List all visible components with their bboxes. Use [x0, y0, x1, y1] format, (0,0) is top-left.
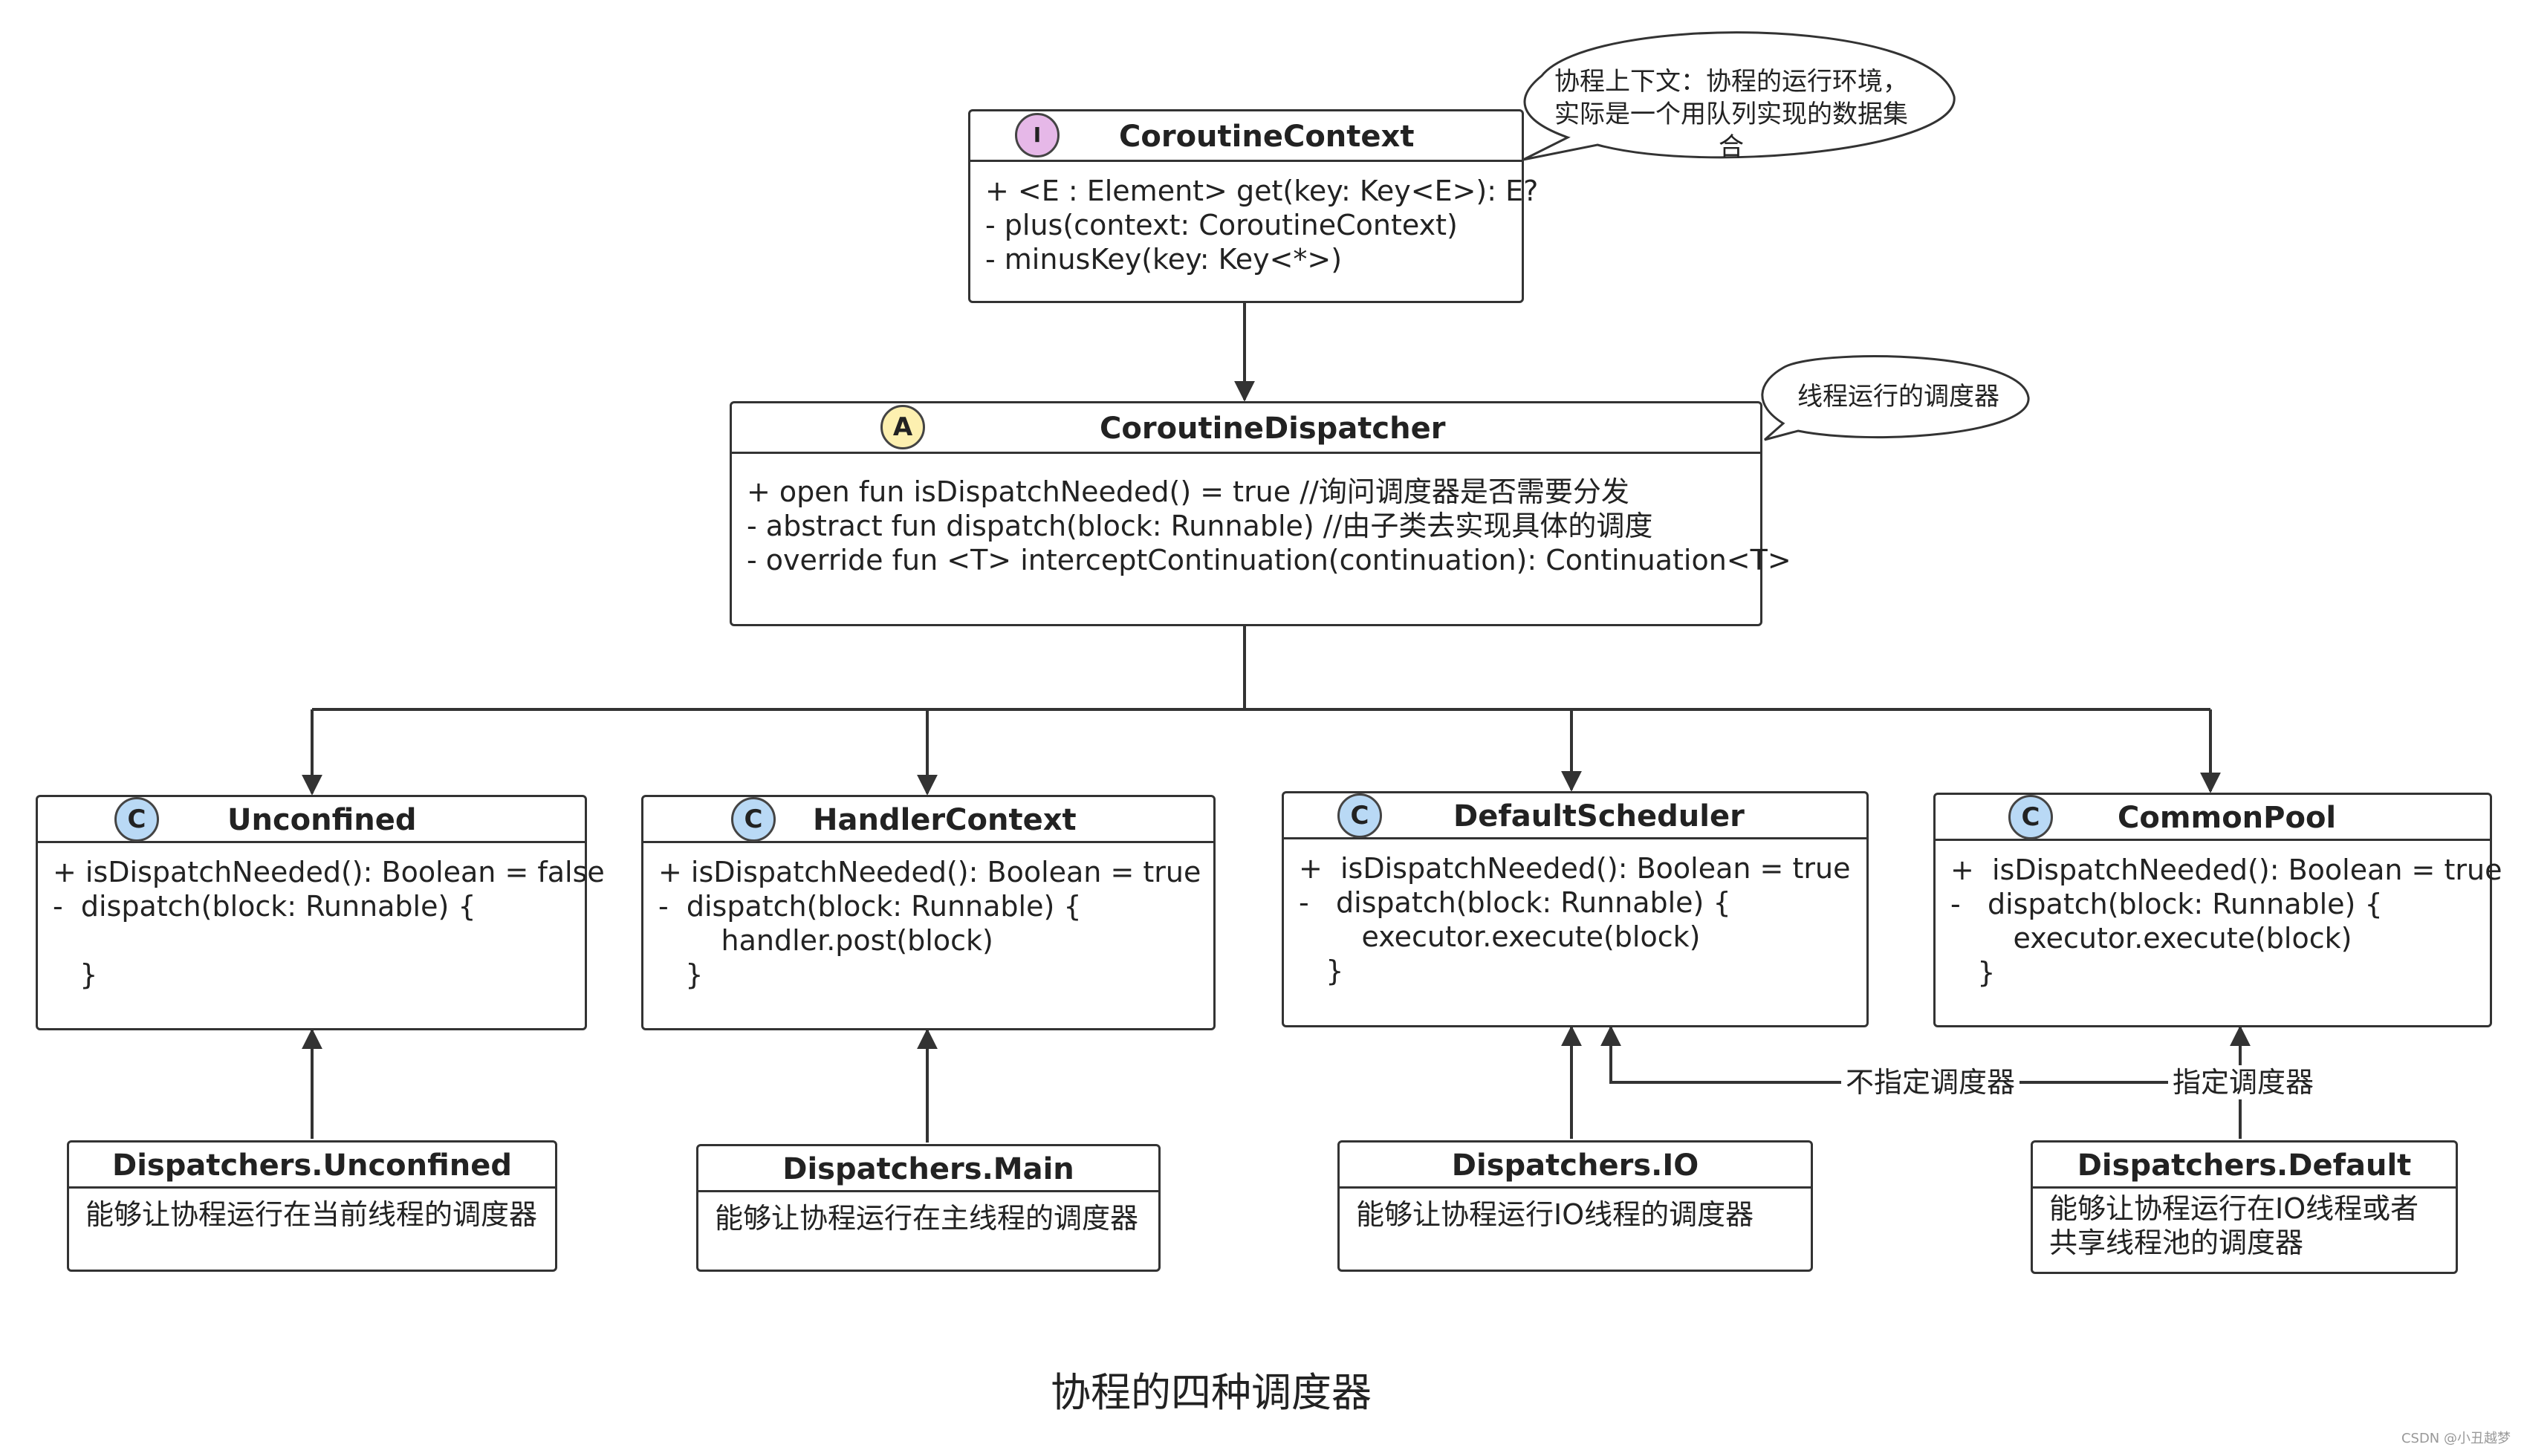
coroutine-context-interface: I CoroutineContext + <E : Element> get(k…: [968, 109, 1539, 303]
abstract-badge: A: [880, 405, 925, 449]
coroutine-dispatcher-title: CoroutineDispatcher: [1100, 412, 1446, 446]
member-line: + isDispatchNeeded(): Boolean = true: [658, 856, 1201, 888]
context-note-bubble: [1522, 31, 1956, 161]
edge-label-specified: 指定调度器: [2168, 1065, 2319, 1099]
dispatcher-note-bubble: [1761, 355, 2030, 441]
class-handlercontext: C HandlerContext + isDispatchNeeded(): B…: [641, 795, 1216, 1030]
class-commonpool: C CommonPool + isDispatchNeeded(): Boole…: [1933, 793, 2502, 1027]
object-title: Dispatchers.IO: [1340, 1143, 1811, 1189]
class-header: C HandlerContext: [643, 797, 1213, 843]
dispatcher-note-text: 线程运行的调度器: [1797, 382, 1999, 412]
member-line: - dispatch(block: Runnable) {: [53, 890, 476, 923]
edge-label-unspecified: 不指定调度器: [1841, 1065, 2020, 1099]
member-line: + <E : Element> get(key: Key<E>): E?: [985, 175, 1539, 207]
description-line: 能够让协程运行在当前线程的调度器: [85, 1198, 538, 1231]
class-title: Unconfined: [227, 803, 417, 837]
object-title: Dispatchers.Unconfined: [69, 1143, 555, 1189]
class-badge: C: [2008, 795, 2053, 839]
member-line: }: [1950, 956, 1996, 989]
description-line: 能够让协程运行在IO线程或者: [2049, 1192, 2419, 1225]
class-title: HandlerContext: [813, 803, 1077, 837]
member-line: executor.execute(block): [1299, 920, 1701, 953]
class-badge: C: [1337, 793, 1382, 838]
member-line: }: [53, 958, 98, 991]
coroutine-context-header: I CoroutineContext: [970, 111, 1522, 162]
member-line: - plus(context: CoroutineContext): [985, 209, 1458, 241]
dispatchers-unconfined: Dispatchers.Unconfined 能够让协程运行在当前线程的调度器: [67, 1140, 557, 1272]
member-line: }: [1299, 955, 1344, 987]
object-title: Dispatchers.Main: [698, 1146, 1158, 1192]
coroutine-dispatcher-members: + open fun isDispatchNeeded() = true //询…: [732, 454, 1791, 589]
class-badge: C: [731, 797, 776, 842]
member-line: }: [658, 958, 704, 991]
class-title: CommonPool: [2118, 801, 2337, 835]
coroutine-dispatcher-abstract: A CoroutineDispatcher + open fun isDispa…: [730, 401, 1791, 626]
member-line: - minusKey(key: Key<*>): [985, 243, 1343, 276]
object-title: Dispatchers.Default: [2033, 1143, 2456, 1189]
object-description: 能够让协程运行在当前线程的调度器: [69, 1189, 555, 1241]
class-members: + isDispatchNeeded(): Boolean = true - d…: [1284, 839, 1866, 1000]
member-line: handler.post(block): [658, 924, 993, 957]
member-line: - dispatch(block: Runnable) {: [1299, 886, 1731, 919]
description-line: 共享线程池的调度器: [2049, 1226, 2304, 1259]
class-members: + isDispatchNeeded(): Boolean = true - d…: [1936, 841, 2502, 1001]
diagram-caption: 协程的四种调度器: [1051, 1369, 1372, 1416]
context-note-text: 协程上下文：协程的运行环境，实际是一个用队列实现的数据集合: [1554, 67, 1908, 162]
class-title: DefaultScheduler: [1453, 799, 1745, 833]
member-line: + isDispatchNeeded(): Boolean = true: [1299, 852, 1851, 885]
member-line: executor.execute(block): [1950, 922, 2352, 955]
coroutine-dispatcher-header: A CoroutineDispatcher: [732, 403, 1760, 454]
class-members: + isDispatchNeeded(): Boolean = true - d…: [643, 843, 1213, 1004]
member-line: + open fun isDispatchNeeded() = true //询…: [747, 475, 1629, 508]
class-badge: C: [114, 797, 159, 842]
class-header: C CommonPool: [1936, 795, 2490, 841]
coroutine-context-members: + <E : Element> get(key: Key<E>): E? - p…: [970, 162, 1539, 288]
class-defaultscheduler: C DefaultScheduler + isDispatchNeeded():…: [1282, 791, 1869, 1027]
class-header: C Unconfined: [38, 797, 585, 843]
object-description: 能够让协程运行在IO线程或者 共享线程池的调度器: [2033, 1189, 2456, 1269]
coroutine-context-title: CoroutineContext: [1119, 120, 1415, 154]
description-line: 能够让协程运行IO线程的调度器: [1356, 1198, 1754, 1231]
dispatchers-main: Dispatchers.Main 能够让协程运行在主线程的调度器: [696, 1144, 1161, 1272]
member-line: - dispatch(block: Runnable) {: [1950, 888, 2383, 920]
dispatchers-io: Dispatchers.IO 能够让协程运行IO线程的调度器: [1337, 1140, 1813, 1272]
member-line: - abstract fun dispatch(block: Runnable)…: [747, 510, 1653, 542]
dispatchers-default: Dispatchers.Default 能够让协程运行在IO线程或者 共享线程池…: [2031, 1140, 2458, 1274]
member-line: - override fun <T> interceptContinuation…: [747, 544, 1791, 576]
description-line: 能够让协程运行在主线程的调度器: [715, 1202, 1139, 1235]
member-line: ​: [53, 923, 570, 958]
interface-badge: I: [1015, 113, 1060, 157]
class-header: C DefaultScheduler: [1284, 793, 1866, 839]
member-line: + isDispatchNeeded(): Boolean = true: [1950, 854, 2502, 886]
class-members: + isDispatchNeeded(): Boolean = false - …: [38, 843, 605, 1004]
member-line: + isDispatchNeeded(): Boolean = false: [53, 856, 605, 888]
class-unconfined: C Unconfined + isDispatchNeeded(): Boole…: [36, 795, 605, 1030]
member-line: - dispatch(block: Runnable) {: [658, 890, 1082, 923]
object-description: 能够让协程运行IO线程的调度器: [1340, 1189, 1811, 1241]
object-description: 能够让协程运行在主线程的调度器: [698, 1192, 1158, 1244]
watermark: CSDN @小丑越梦: [2401, 1431, 2511, 1446]
